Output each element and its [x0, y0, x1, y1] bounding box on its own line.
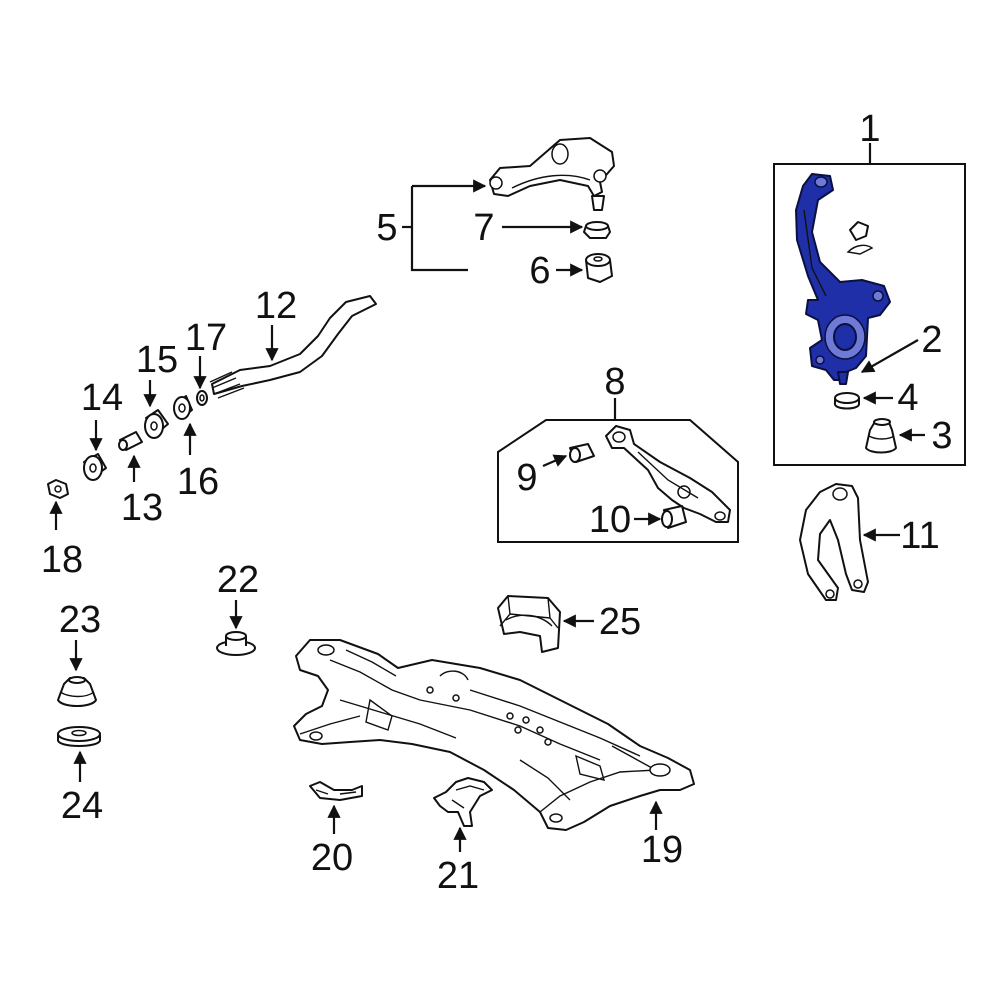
callout-24[interactable]: 24: [61, 785, 103, 827]
nut-18[interactable]: [47, 479, 69, 499]
callout-23[interactable]: 23: [59, 599, 101, 641]
callout-25[interactable]: 25: [599, 601, 641, 643]
knuckle-group: 1 2 4: [773, 108, 966, 466]
subframe-19[interactable]: [293, 639, 695, 831]
callout-7[interactable]: 7: [473, 207, 494, 249]
sleeve-13[interactable]: [118, 431, 143, 451]
callout-15[interactable]: 15: [136, 339, 178, 381]
bushing-10[interactable]: [661, 505, 687, 529]
callout-11[interactable]: 11: [900, 515, 939, 557]
callout-3[interactable]: 3: [931, 415, 952, 457]
bracket-20[interactable]: [309, 781, 363, 801]
cotter-pin[interactable]: [846, 244, 874, 255]
bushing-16[interactable]: [173, 395, 193, 420]
callout-4[interactable]: 4: [897, 377, 918, 419]
callout-8[interactable]: 8: [604, 361, 625, 403]
callout-10[interactable]: 10: [589, 499, 631, 541]
steering-knuckle[interactable]: [795, 173, 891, 385]
callout-9-leader: [542, 454, 568, 468]
callout-17[interactable]: 17: [185, 317, 227, 359]
bushing-6[interactable]: [585, 253, 613, 283]
nut-7[interactable]: [583, 221, 611, 239]
nut-small[interactable]: [849, 221, 869, 241]
callout-6[interactable]: 6: [529, 250, 550, 292]
callout-22[interactable]: 22: [217, 559, 259, 601]
callout-19[interactable]: 19: [641, 829, 683, 871]
radius-rod-group: 12 17 16 15 13: [41, 285, 377, 581]
mount-22[interactable]: [216, 631, 256, 656]
callout-21[interactable]: 21: [437, 855, 479, 897]
callout-14[interactable]: 14: [81, 377, 123, 419]
bracket-21[interactable]: [433, 777, 493, 827]
radius-rod-12[interactable]: [209, 295, 377, 399]
group-5-bracket: [410, 186, 468, 272]
callout-18[interactable]: 18: [41, 539, 83, 581]
callout-13[interactable]: 13: [121, 487, 163, 529]
lower-arm-group: 8 9 10: [497, 361, 739, 543]
washer-17-hole: [199, 394, 205, 402]
lower-arm-frame: [497, 419, 739, 543]
callout-16[interactable]: 16: [177, 461, 219, 503]
upper-arm-group: 5 7 6: [376, 137, 615, 292]
upper-control-arm[interactable]: [489, 137, 615, 211]
callout-12[interactable]: 12: [255, 285, 297, 327]
bushing-14[interactable]: [83, 453, 107, 481]
callout-1[interactable]: 1: [859, 108, 880, 150]
callout-5[interactable]: 5: [376, 207, 397, 249]
callout-2[interactable]: 2: [921, 319, 942, 361]
lower-control-arm[interactable]: [605, 425, 731, 523]
bracket-11[interactable]: [799, 483, 869, 601]
callout-9[interactable]: 9: [516, 457, 537, 499]
dust-boot-3[interactable]: [865, 418, 897, 454]
callout-20[interactable]: 20: [311, 837, 353, 879]
bushing-15[interactable]: [144, 409, 169, 439]
washer-24[interactable]: [57, 726, 101, 747]
callout-2-leader: [860, 339, 919, 373]
mount-23[interactable]: [57, 676, 97, 707]
bushing-9[interactable]: [569, 443, 595, 463]
mount-25[interactable]: [497, 595, 561, 653]
washer-4[interactable]: [834, 392, 860, 410]
